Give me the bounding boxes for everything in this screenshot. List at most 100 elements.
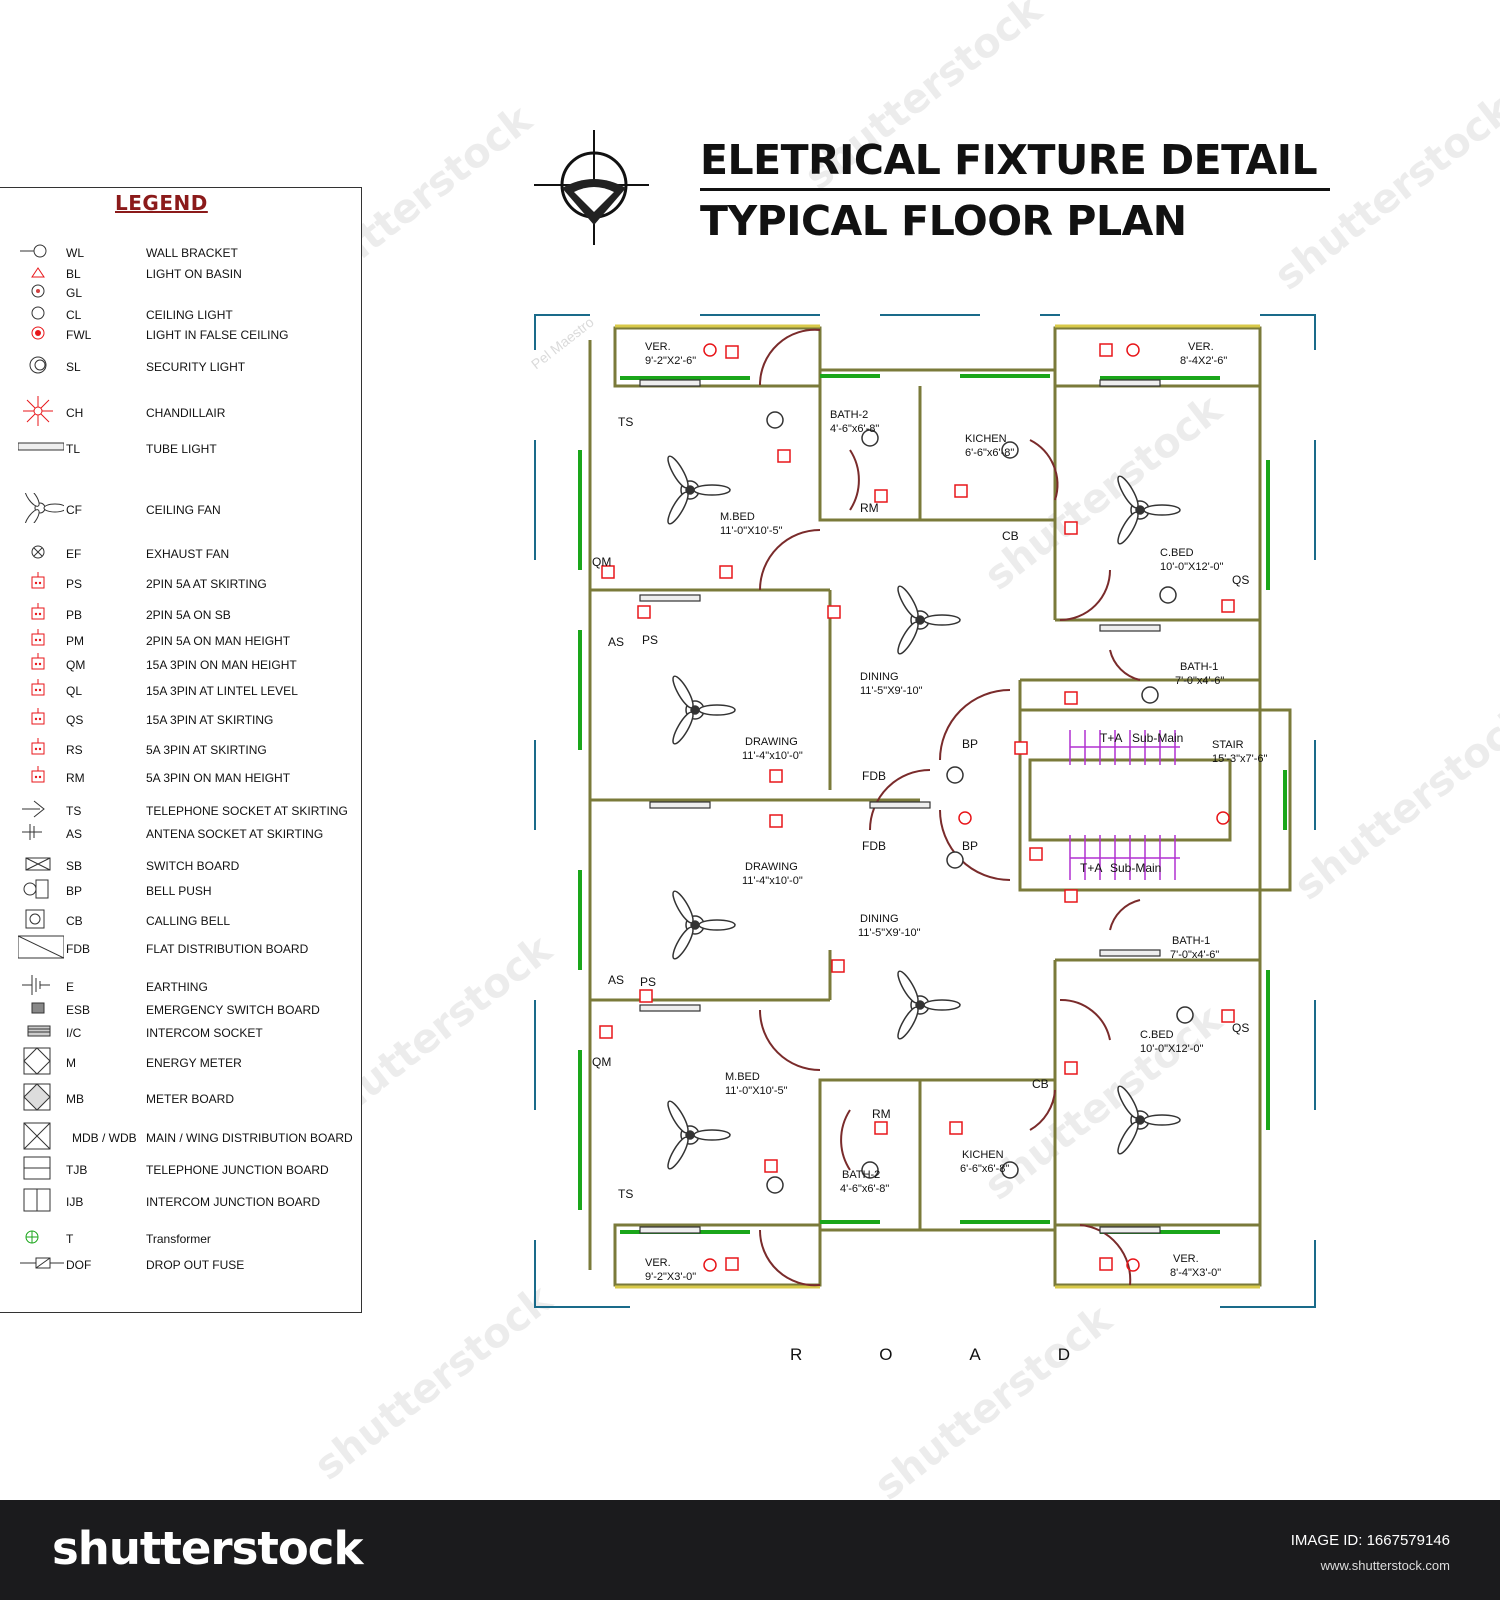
socket-icon bbox=[31, 603, 45, 620]
tag: Sub-Main bbox=[1110, 861, 1161, 875]
room-name: DRAWING bbox=[745, 861, 798, 873]
brand-logo: shutterstock bbox=[52, 1522, 363, 1575]
ceiling-lights bbox=[766, 411, 1194, 1194]
legend-description: 15A 3PIN AT LINTEL LEVEL bbox=[146, 684, 298, 698]
energy-meter-icon bbox=[23, 1047, 51, 1075]
legend-description: ANTENA SOCKET AT SKIRTING bbox=[146, 827, 324, 841]
legend-code: MB bbox=[66, 1092, 84, 1106]
tag: T+A bbox=[1080, 861, 1102, 875]
legend-description: CEILING FAN bbox=[146, 503, 221, 517]
tag: RM bbox=[860, 501, 879, 515]
legend-description: DROP OUT FUSE bbox=[146, 1258, 245, 1272]
room-name: DINING bbox=[860, 671, 899, 683]
legend-description: LIGHT ON BASIN bbox=[146, 267, 242, 281]
plan-border bbox=[534, 314, 1316, 1308]
legend-code: RS bbox=[66, 743, 83, 757]
ceiling-fans bbox=[667, 455, 1181, 1170]
tag: QS bbox=[1232, 1021, 1249, 1035]
road-label: R O A D bbox=[790, 1345, 1070, 1365]
tag: Sub-Main bbox=[1132, 731, 1183, 745]
room-labels: VER. 9'-2"X2'-6" BATH-2 4'-6"x6'-8" KICH… bbox=[645, 341, 1268, 1283]
room-dim: 9'-2"X2'-6" bbox=[645, 355, 696, 367]
legend-code: BL bbox=[66, 267, 81, 281]
tag: RM bbox=[872, 1107, 891, 1121]
legend-code: TJB bbox=[66, 1163, 88, 1177]
bell-push-icon bbox=[23, 879, 49, 899]
legend-code: SL bbox=[66, 360, 81, 374]
switch-board-icon bbox=[25, 857, 51, 871]
room-dim: 6'-6"x6'-8" bbox=[965, 447, 1014, 459]
tag: BP bbox=[962, 839, 978, 853]
security-light-icon bbox=[29, 356, 47, 374]
title-rule bbox=[700, 188, 1330, 191]
meter-board-icon bbox=[23, 1083, 51, 1111]
legend-description: ENERGY METER bbox=[146, 1056, 242, 1070]
legend-code: QL bbox=[66, 684, 83, 698]
socket-icon bbox=[31, 738, 45, 755]
legend-description: TUBE LIGHT bbox=[146, 442, 217, 456]
intercom-socket-icon bbox=[27, 1025, 51, 1037]
legend-code: TS bbox=[66, 804, 82, 818]
socket-icon bbox=[31, 708, 45, 725]
legend-description: 15A 3PIN AT SKIRTING bbox=[146, 713, 274, 727]
road-letter: R bbox=[790, 1345, 803, 1364]
legend-item: QS 15A 3PIN AT SKIRTING bbox=[0, 708, 360, 731]
mdb-icon bbox=[23, 1122, 51, 1150]
room-dim: 7'-0"x4'-6" bbox=[1175, 675, 1224, 687]
room-name: KICHEN bbox=[965, 433, 1007, 445]
verandah-rails bbox=[615, 324, 1260, 1289]
legend-description: METER BOARD bbox=[146, 1092, 235, 1106]
legend-code: FDB bbox=[66, 942, 90, 956]
tag: T+A bbox=[1100, 731, 1122, 745]
tag: CB bbox=[1032, 1077, 1049, 1091]
tag: AS bbox=[608, 973, 624, 987]
legend-code: CF bbox=[66, 503, 82, 517]
room-dim: 11'-5"X9'-10" bbox=[860, 685, 923, 697]
tube-lights bbox=[639, 379, 1161, 1234]
ijb-icon bbox=[23, 1188, 51, 1212]
tag: PS bbox=[640, 975, 656, 989]
legend-code: T bbox=[66, 1232, 74, 1246]
room-name: VER. bbox=[645, 1257, 671, 1269]
room-name: C.BED bbox=[1140, 1029, 1174, 1041]
legend-description: CEILING LIGHT bbox=[146, 308, 233, 322]
tag: AS bbox=[608, 635, 624, 649]
road-letter: O bbox=[879, 1345, 893, 1364]
floor-plan: VER. 9'-2"X2'-6" BATH-2 4'-6"x6'-8" KICH… bbox=[534, 314, 1316, 1308]
legend-item: GL bbox=[0, 284, 360, 304]
legend-description: 5A 3PIN ON MAN HEIGHT bbox=[146, 771, 291, 785]
legend-description: Transformer bbox=[146, 1232, 211, 1246]
legend-description: WALL BRACKET bbox=[146, 246, 238, 260]
room-dim: 15'-3"x7'-6" bbox=[1212, 753, 1268, 765]
room-dim: 8'-4"X3'-0" bbox=[1170, 1267, 1221, 1279]
telephone-socket-icon bbox=[22, 800, 45, 818]
watermark-overlay: shutterstock bbox=[866, 1296, 1121, 1510]
gl-light-icon bbox=[31, 284, 45, 298]
legend-item: QL 15A 3PIN AT LINTEL LEVEL bbox=[0, 679, 360, 702]
legend-description: 15A 3PIN ON MAN HEIGHT bbox=[146, 658, 297, 672]
legend-code: GL bbox=[66, 286, 83, 300]
false-ceiling-lights bbox=[703, 343, 1230, 1272]
room-name: BATH-1 bbox=[1172, 935, 1210, 947]
legend-code: QS bbox=[66, 713, 84, 727]
legend-code: QM bbox=[66, 658, 86, 672]
legend-code: PM bbox=[66, 634, 84, 648]
wall-bracket-icon bbox=[20, 244, 47, 258]
room-name: BATH-1 bbox=[1180, 661, 1218, 673]
tag: CB bbox=[1002, 529, 1019, 543]
legend-code: SB bbox=[66, 859, 83, 873]
tag: BP bbox=[962, 737, 978, 751]
